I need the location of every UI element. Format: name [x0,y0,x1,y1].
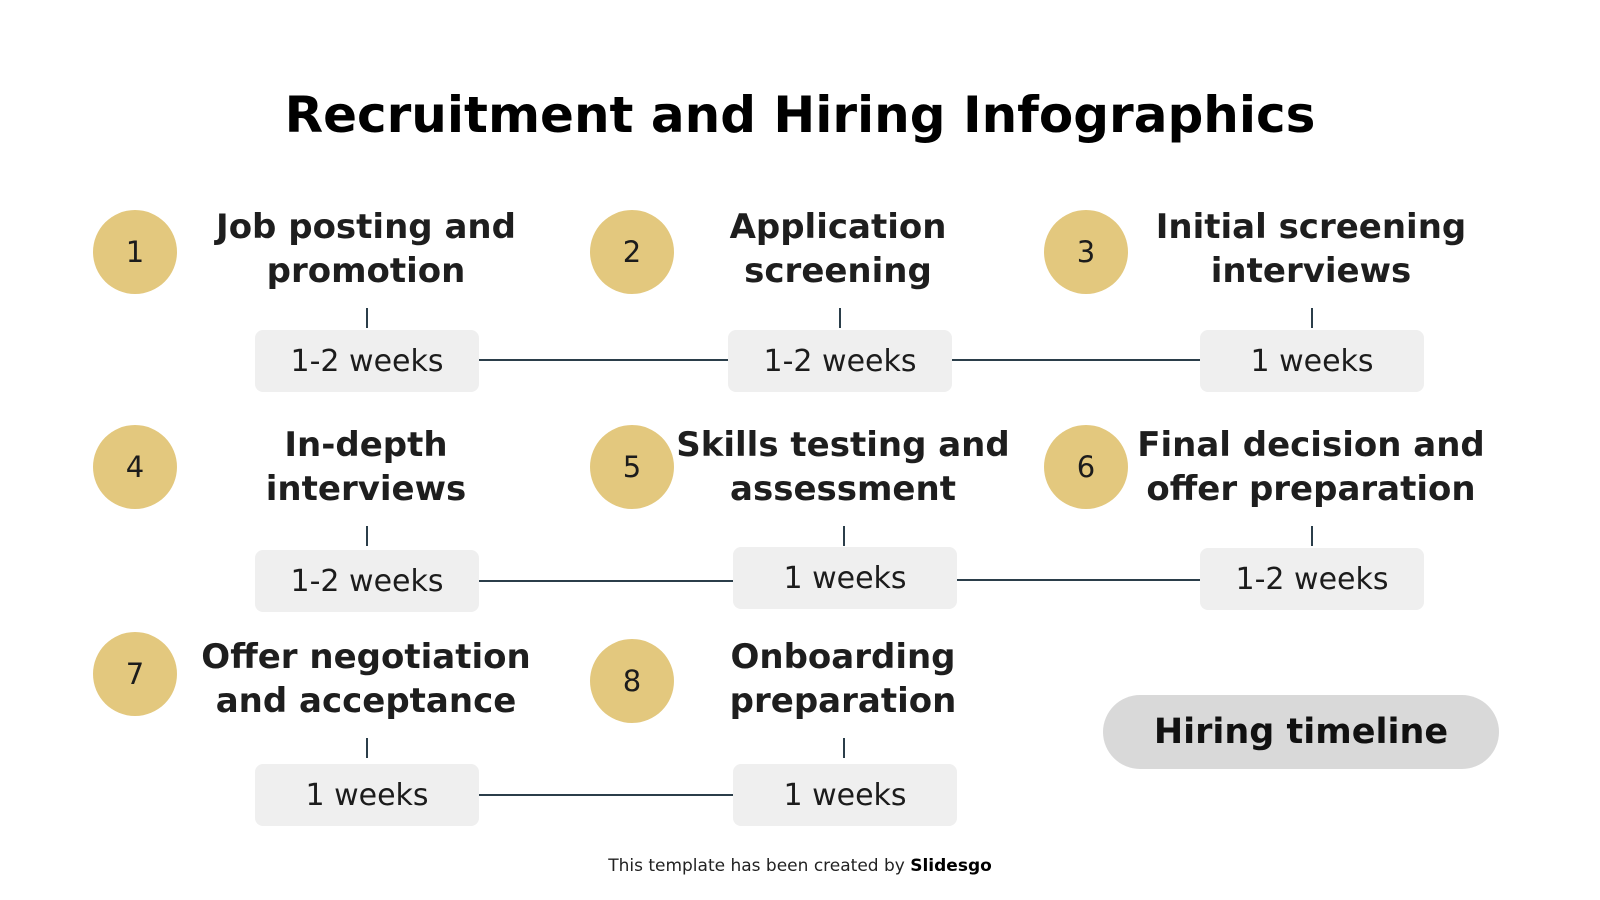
step-7-label-line1: Offer negotiation [201,637,531,677]
step-3-label-line1: Initial screening [1155,207,1467,247]
step-2-label: Application screening [658,205,1018,293]
step-3-connector [1311,308,1313,328]
step-3-label: Initial screening interviews [1131,205,1491,293]
row-2-timeline-line [957,579,1200,581]
footer-brand: Slidesgo [910,856,992,876]
page-title: Recruitment and Hiring Infographics [284,86,1316,144]
step-4-label: In-depth interviews [186,423,546,511]
step-2-connector [839,308,841,328]
step-4-number: 4 [93,425,177,509]
step-6-label-line2: offer preparation [1146,469,1476,509]
step-2-number: 2 [590,210,674,294]
step-1-label-line2: promotion [266,251,466,291]
step-6-label-line1: Final decision and [1137,425,1485,465]
step-4-connector [366,526,368,546]
step-1-connector [366,308,368,328]
step-7-label: Offer negotiation and acceptance [186,635,546,723]
step-8-connector [843,738,845,758]
step-7-label-line2: and acceptance [215,681,517,721]
footer-prefix: This template has been created by [608,856,905,876]
step-6-connector [1311,526,1313,546]
row-2-timeline-line [479,580,733,582]
step-5-label-line1: Skills testing and [676,425,1010,465]
step-2-label-line1: Application [729,207,947,247]
step-2-label-line2: screening [744,251,932,291]
step-4-label-line2: interviews [265,469,467,509]
step-6-duration: 1-2 weeks [1200,548,1424,610]
step-1-label: Job posting and promotion [186,205,546,293]
step-5-label: Skills testing and assessment [663,423,1023,511]
hiring-timeline-badge: Hiring timeline [1103,695,1499,769]
step-6-label: Final decision and offer preparation [1131,423,1491,511]
step-4-duration: 1-2 weeks [255,550,479,612]
step-4-label-line1: In-depth [284,425,448,465]
step-7-number: 7 [93,632,177,716]
step-2-duration: 1-2 weeks [728,330,952,392]
step-8-label-line1: Onboarding [730,637,956,677]
step-1-number: 1 [93,210,177,294]
step-3-duration: 1 weeks [1200,330,1424,392]
row-3-timeline-line [479,794,733,796]
step-8-label-line2: preparation [729,681,957,721]
step-5-number: 5 [590,425,674,509]
step-8-number: 8 [590,639,674,723]
step-5-duration: 1 weeks [733,547,957,609]
step-1-duration: 1-2 weeks [255,330,479,392]
step-5-label-line2: assessment [730,469,956,509]
step-8-duration: 1 weeks [733,764,957,826]
step-6-number: 6 [1044,425,1128,509]
row-1-timeline-line [479,359,728,361]
step-7-connector [366,738,368,758]
step-8-label: Onboarding preparation [663,635,1023,723]
step-1-label-line1: Job posting and [216,207,516,247]
step-5-connector [843,526,845,546]
step-3-number: 3 [1044,210,1128,294]
row-1-timeline-line [952,359,1200,361]
step-7-duration: 1 weeks [255,764,479,826]
footer-credit: This template has been created by Slides… [0,856,1600,876]
step-3-label-line2: interviews [1210,251,1412,291]
